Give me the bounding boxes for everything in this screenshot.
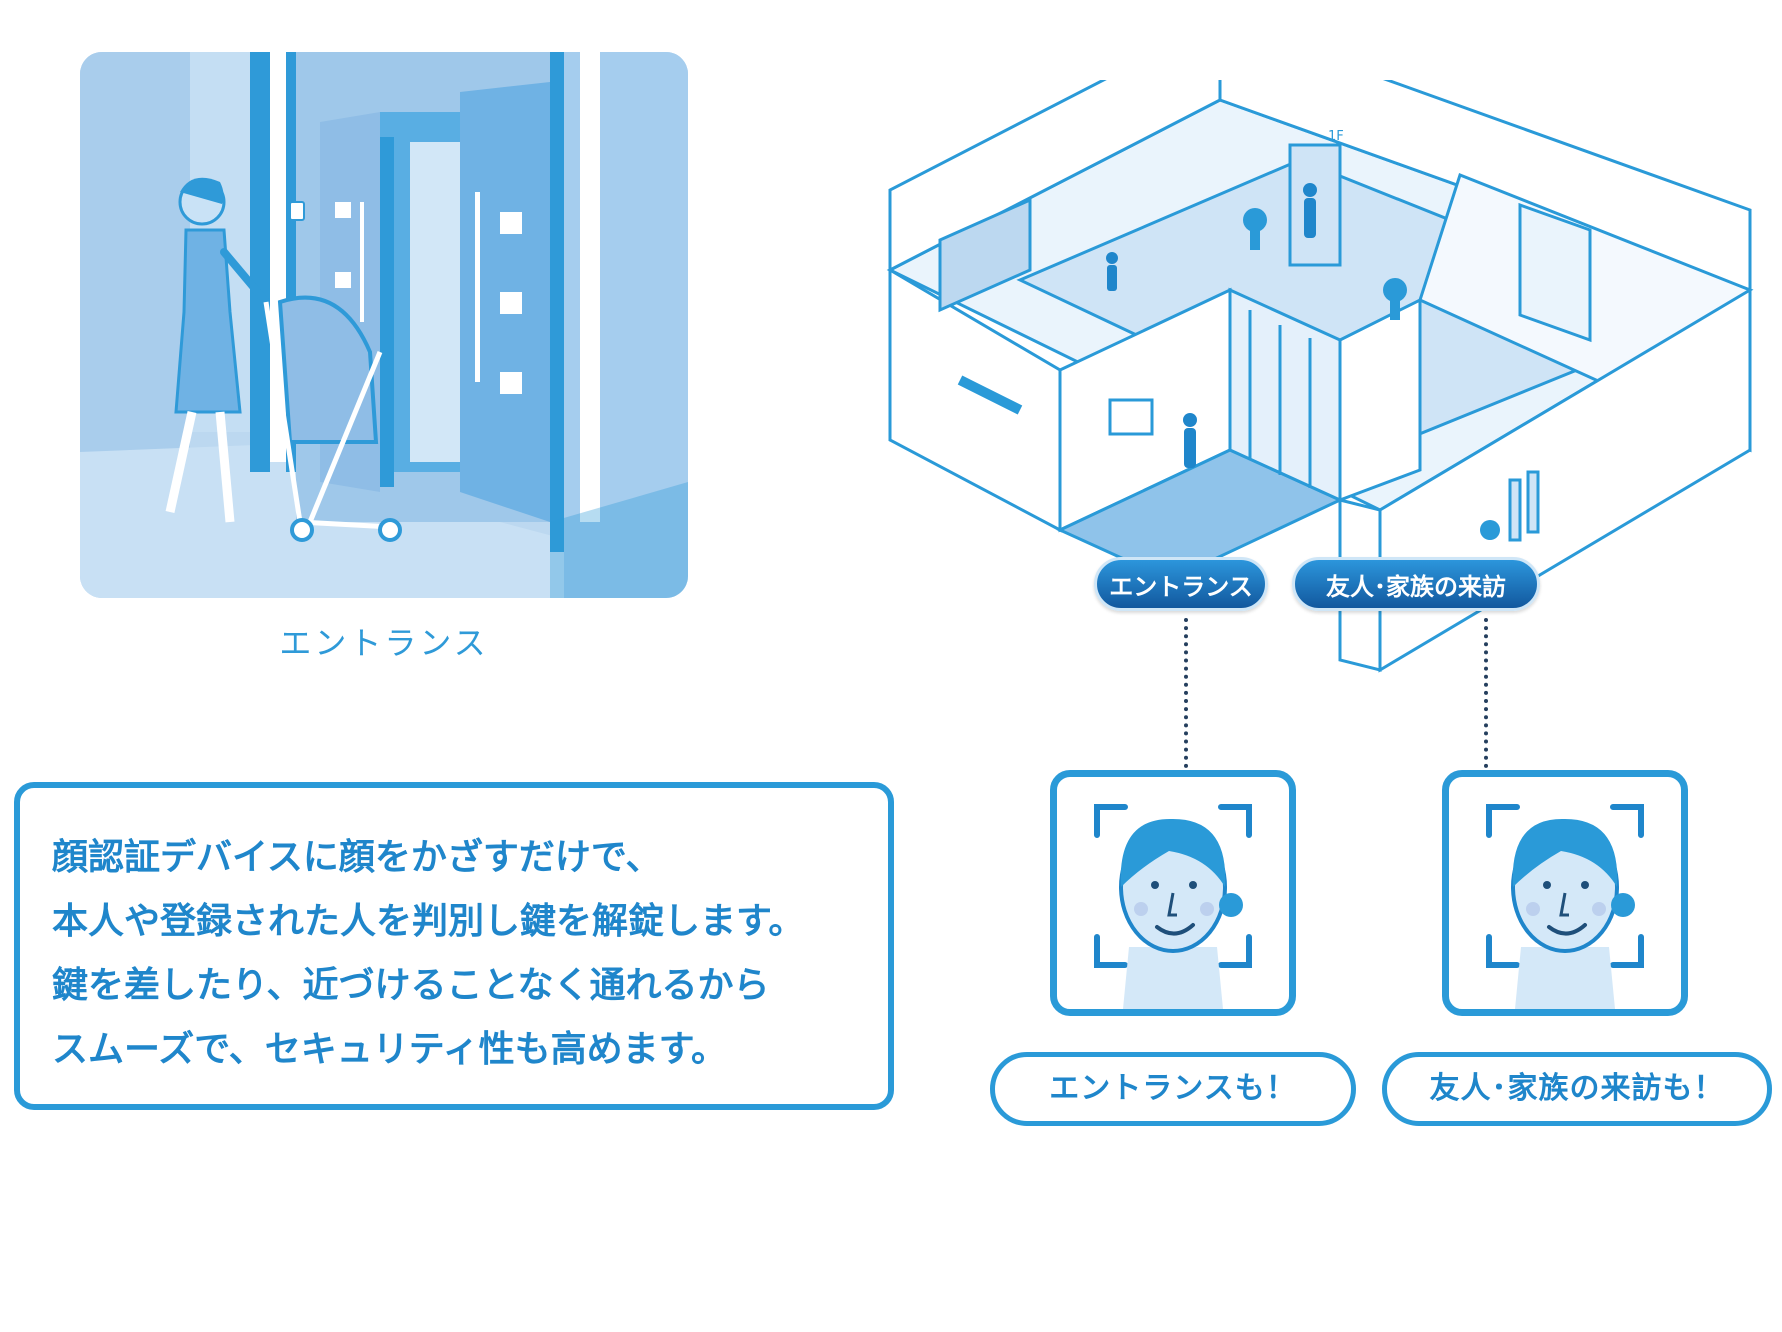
pill-visit: 友人･家族の来訪も！ [1382,1052,1772,1126]
description-line: スムーズで、セキュリティ性も高めます。 [52,1029,728,1070]
description-box [14,782,894,1110]
description-line: 鍵を差したり、近づけることなく通れるから [52,965,770,1006]
description-line: 本人や登録された人を判別し鍵を解錠します。 [52,901,805,942]
connector-line [1184,618,1188,768]
entrance-caption: エントランス [279,624,489,662]
description-text: 顔認証デバイスに顔をかざすだけで、 本人や登録された人を判別し鍵を解錠します。 … [52,826,882,1082]
face-recognition-card-visit [1442,770,1688,1016]
connector-line [1484,618,1488,768]
entrance-scene-drawing [80,52,688,598]
face-icon [1486,804,1644,1009]
face-icon [1094,804,1252,1009]
floor-sign: 1F [1328,129,1344,144]
entrance-illustration [80,52,688,598]
description-line: 顔認証デバイスに顔をかざすだけで、 [52,837,662,878]
face-recognition-card-entrance [1050,770,1296,1016]
tag-entrance: エントランス [1094,557,1268,611]
pill-entrance: エントランスも！ [990,1052,1356,1126]
tag-visit: 友人･家族の来訪 [1292,557,1540,611]
